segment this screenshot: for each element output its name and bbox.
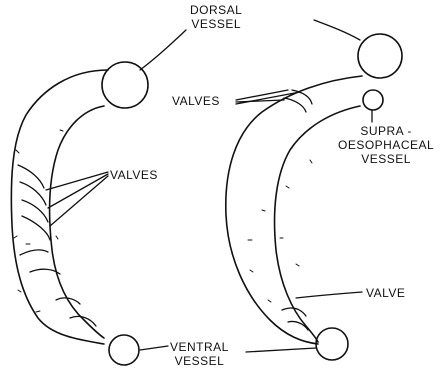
right-dorsal-bulb [358, 34, 402, 78]
right-ventral-bulb [316, 328, 348, 360]
label-valves-right: VALVES [172, 94, 220, 108]
left-heart-outer-wall [11, 70, 108, 344]
left-heart-inner-wall [50, 106, 104, 338]
label-dorsal-vessel: DORSAL VESSEL [190, 3, 242, 31]
label-supra-oesophageal-vessel: SUPRA - OESOPHACEAL VESSEL [338, 124, 434, 166]
leader-lines [46, 20, 372, 352]
label-ventral-vessel: VENTRAL VESSEL [170, 340, 229, 368]
leader-dorsal-to-right [314, 20, 360, 40]
left-ventral-bulb [109, 335, 139, 365]
right-wall-stipple [248, 160, 312, 302]
supra-oesophageal-bulb [363, 90, 383, 110]
right-heart-outer-wall [226, 76, 362, 344]
leader-ventral-to-right [246, 348, 316, 352]
leader-dorsal-to-left [140, 30, 186, 70]
left-lateral-heart [11, 62, 148, 365]
leader-valves-left-b [48, 174, 108, 208]
leader-valve-right [296, 292, 362, 298]
label-valve: VALVE [366, 286, 405, 300]
left-valve-flaps [18, 165, 96, 326]
leader-ventral-to-left [140, 346, 168, 350]
leader-valves-left-a [46, 172, 108, 190]
label-valves-left: VALVES [110, 168, 158, 182]
right-lateral-heart [226, 34, 402, 360]
leader-valves-left-c [50, 176, 108, 226]
